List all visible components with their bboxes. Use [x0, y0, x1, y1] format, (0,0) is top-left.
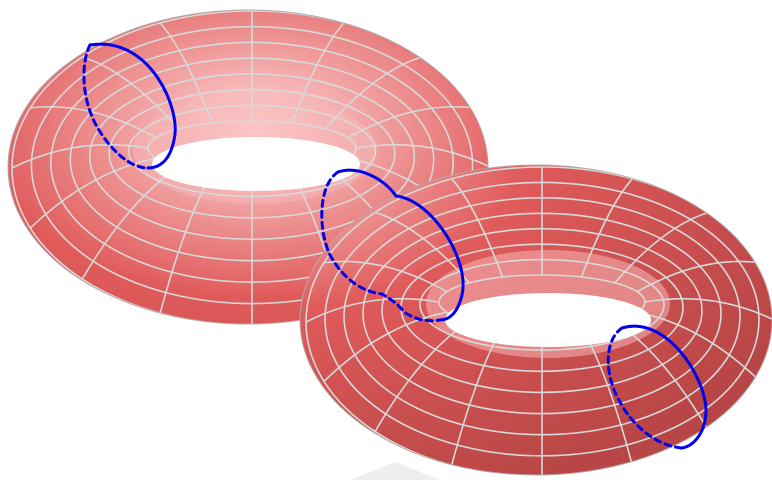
right-torus-surface: [0, 0, 772, 480]
right-torus: [0, 0, 772, 480]
double-torus-figure: [0, 0, 772, 480]
